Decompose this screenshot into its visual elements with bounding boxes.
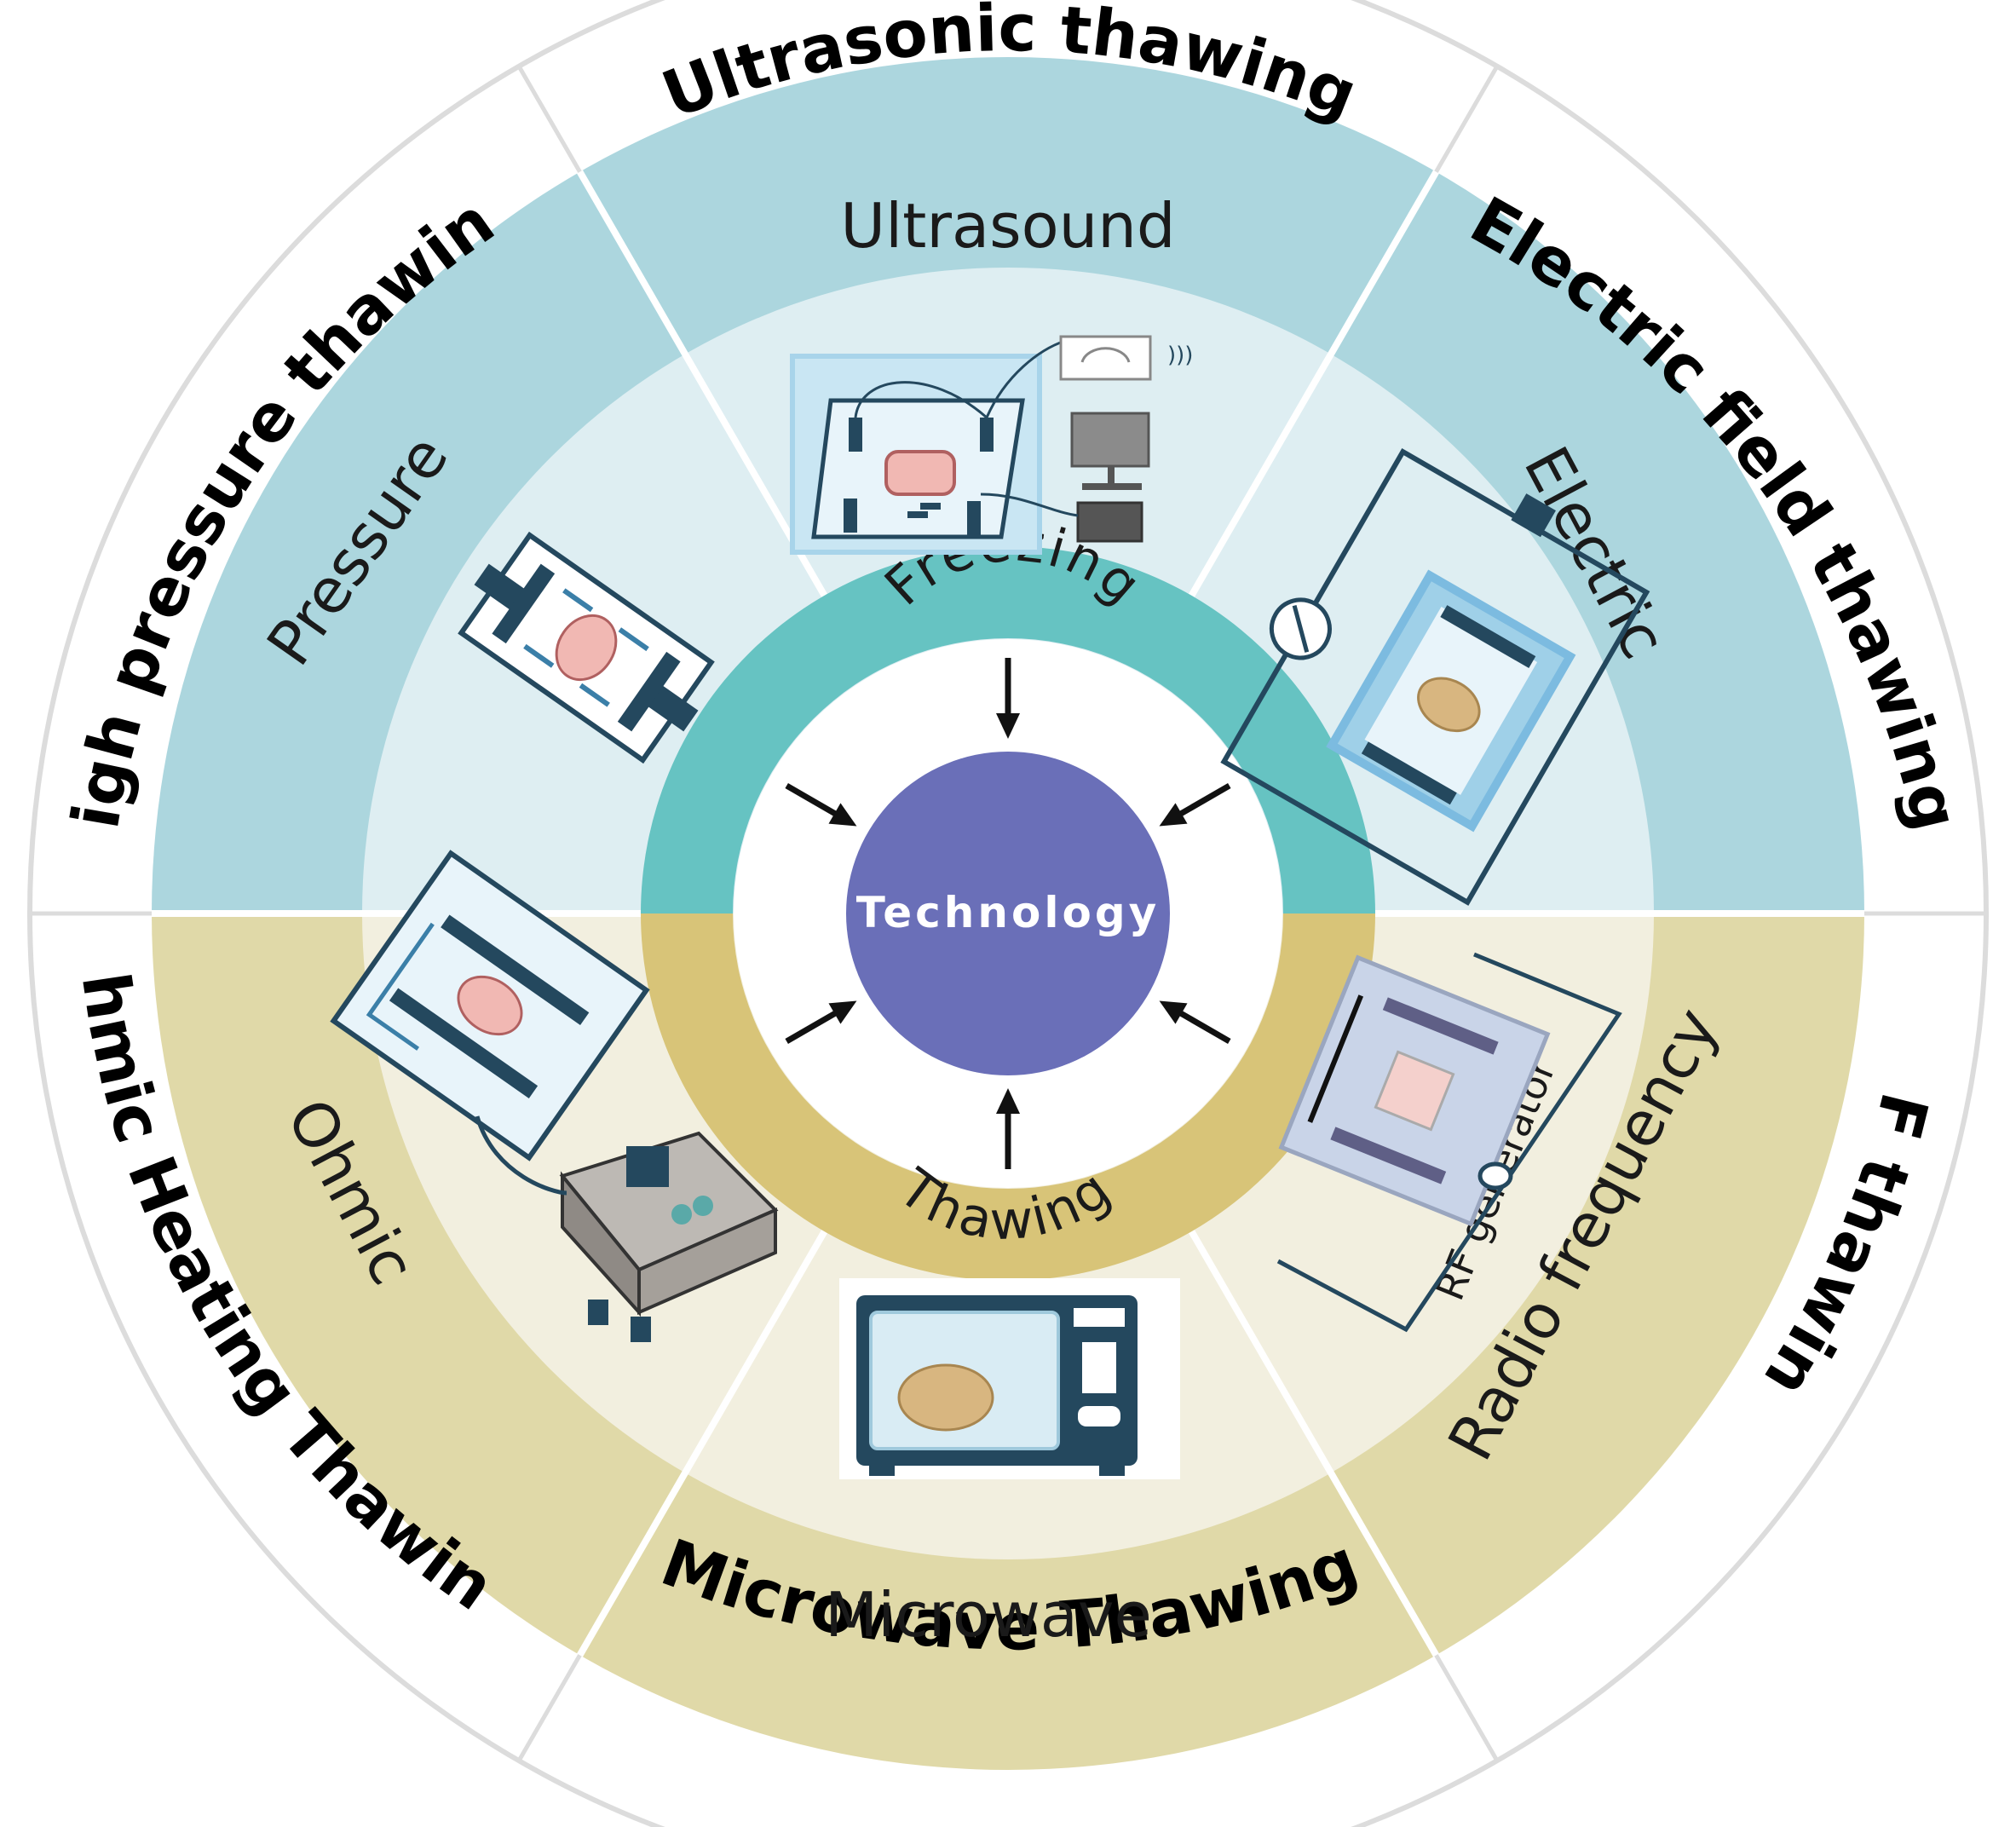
microwave-oven-icon bbox=[839, 1278, 1180, 1479]
thawing-ring bbox=[641, 914, 1375, 1281]
arrow bbox=[785, 1000, 857, 1045]
sector-divider bbox=[1189, 170, 1439, 597]
core-label: Technology bbox=[856, 888, 1160, 937]
sector-divider bbox=[1189, 1230, 1439, 1657]
outer-divider bbox=[516, 1654, 582, 1762]
sector-divider bbox=[577, 170, 827, 597]
arrow bbox=[996, 1088, 1020, 1169]
mid-label-ultrasound: Ultrasound bbox=[840, 190, 1175, 262]
freezing-ring bbox=[641, 546, 1375, 914]
arrow bbox=[785, 782, 857, 827]
outer-divider bbox=[1434, 65, 1500, 173]
flow-arrows bbox=[785, 658, 1231, 1169]
arrow bbox=[996, 658, 1020, 739]
outer-divider bbox=[516, 65, 582, 173]
wifi-icon: ))) bbox=[1167, 343, 1193, 368]
sector-divider bbox=[577, 1230, 827, 1657]
outer-divider bbox=[1434, 1654, 1500, 1762]
ohmic-heater-icon bbox=[330, 850, 779, 1342]
pressure-chamber-icon bbox=[458, 531, 715, 764]
technology-core bbox=[846, 752, 1170, 1075]
electric-field-icon bbox=[1220, 447, 1650, 906]
ultrasound-tank-icon: ))) bbox=[790, 335, 1193, 555]
arrow bbox=[1159, 782, 1231, 827]
rf-generator-icon bbox=[1276, 952, 1622, 1333]
mid-label-microwave: Microwave bbox=[825, 1579, 1152, 1651]
outer-dividers bbox=[30, 65, 1986, 1762]
sector-dividers bbox=[152, 170, 1864, 1657]
arrow bbox=[1159, 1000, 1231, 1045]
